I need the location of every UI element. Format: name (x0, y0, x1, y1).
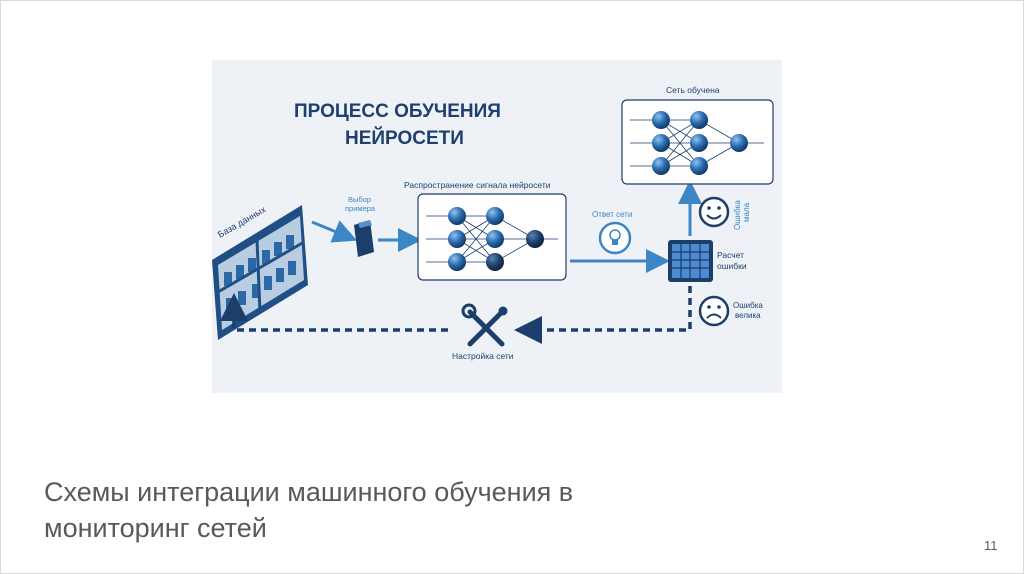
error-small-line2: мала (742, 202, 751, 222)
wrench-screwdriver-icon (461, 303, 508, 347)
tuning-label: Настройка сети (452, 351, 514, 361)
caption-line1: Схемы интеграции машинного обучения в (44, 477, 574, 507)
error-big-line2: велика (735, 311, 761, 320)
sample-book-icon (354, 220, 374, 257)
error-small-line1: Ошибка (733, 200, 742, 230)
sample-label-line2: примера (345, 204, 376, 213)
sample-label-line1: Выбор (348, 195, 371, 204)
neural-network-training-diagram: ПРОЦЕСС ОБУЧЕНИЯ НЕЙРОСЕТИ (212, 60, 782, 393)
diagram-title-line2: НЕЙРОСЕТИ (345, 127, 464, 149)
error-big-line1: Ошибка (733, 301, 763, 310)
caption-line2: мониторинг сетей (44, 513, 267, 543)
page-number: 11 (984, 538, 998, 553)
arrow-database-to-sample (311, 220, 358, 243)
answer-label: Ответ сети (592, 210, 632, 219)
feedback-return-dashed (220, 293, 448, 332)
calculator-icon (668, 240, 713, 282)
happy-face-icon (698, 196, 730, 228)
trained-network-nodes (652, 111, 748, 175)
diagram-title-line1: ПРОЦЕСС ОБУЧЕНИЯ (294, 101, 501, 122)
propagation-label: Распространение сигнала нейросети (404, 180, 551, 190)
slide-caption: Схемы интеграции машинного обучения в мо… (44, 474, 724, 546)
lightbulb-icon (598, 221, 632, 255)
error-calc-line1: Расчет (717, 250, 744, 260)
error-calc-line2: ошибки (717, 261, 747, 271)
propagation-network-nodes (448, 207, 544, 271)
trained-label: Сеть обучена (666, 85, 720, 95)
feedback-loop-dashed (514, 286, 692, 344)
sad-face-icon (698, 295, 730, 327)
